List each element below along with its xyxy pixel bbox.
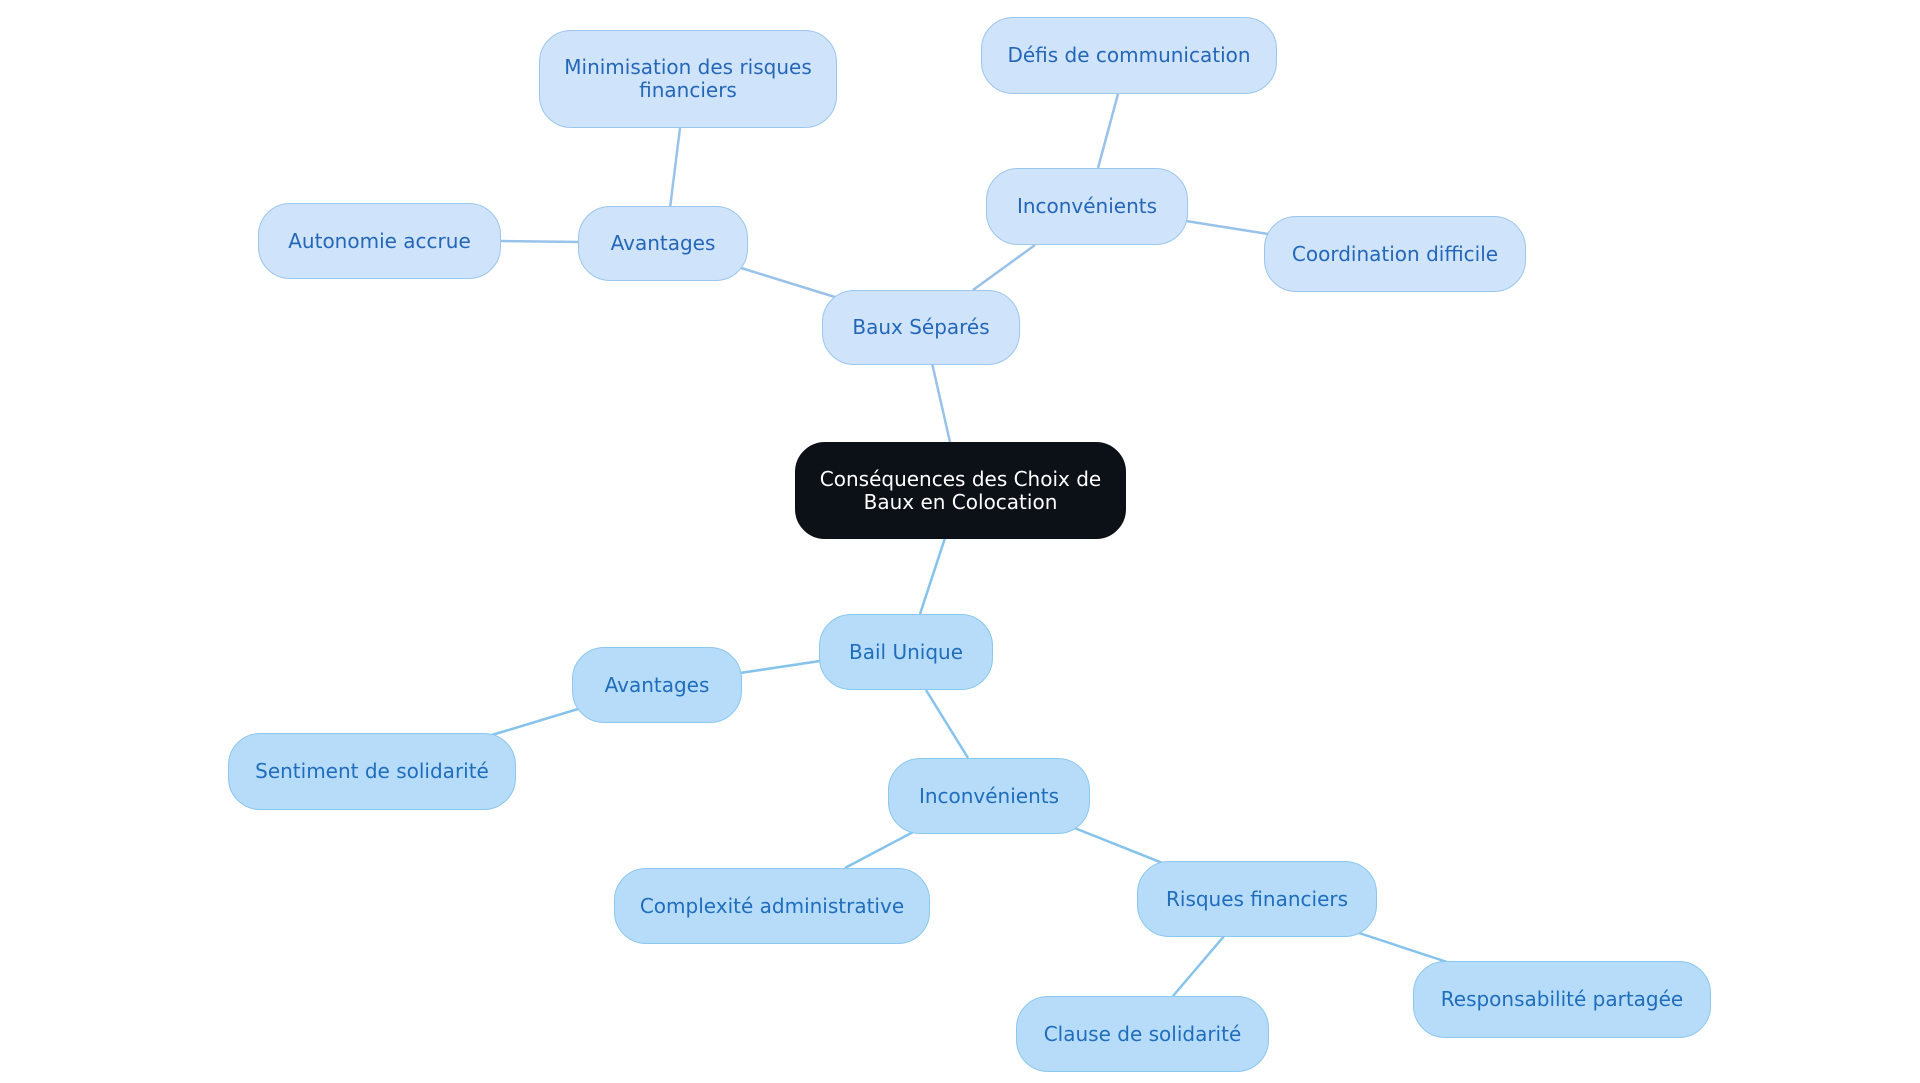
edge-drawbacks-coordination [1185,219,1269,236]
edge-risks-clause [1172,934,1226,997]
edge-single-drawbacks [924,689,970,759]
coordination-label: Coordination difficile [1291,241,1499,266]
edge-single-advantages [739,659,821,675]
financial-risks-node[interactable]: Risques financiers [1137,861,1377,937]
shared-responsibility-label: Responsabilité partagée [1440,987,1684,1011]
root-label: Conséquences des Choix de Baux en Coloca… [819,466,1102,514]
solidarity-feeling-node[interactable]: Sentiment de solidarité [228,733,516,810]
risk-minimization-node[interactable]: Minimisation des risques financiers [539,30,837,128]
single-drawbacks-label: Inconvénients [918,783,1060,808]
separate-drawbacks-label: Inconvénients [1016,194,1158,218]
edge-advantages-solidarity [491,707,579,737]
edge-separate-drawbacks [972,243,1036,292]
separate-leases-node[interactable]: Baux Séparés [822,290,1020,365]
edge-advantages-risk [668,127,682,209]
autonomy-label: Autonomie accrue [288,228,471,253]
financial-risks-label: Risques financiers [1165,886,1349,911]
edge-advantages-autonomy [499,239,581,244]
edge-drawbacks-admin [844,829,916,870]
single-drawbacks-node[interactable]: Inconvénients [888,758,1090,834]
single-lease-label: Bail Unique [849,639,963,664]
communication-node[interactable]: Défis de communication [981,17,1277,94]
shared-responsibility-node[interactable]: Responsabilité partagée [1413,961,1711,1038]
root-node[interactable]: Conséquences des Choix de Baux en Coloca… [795,442,1126,539]
solidarity-feeling-label: Sentiment de solidarité [255,759,489,783]
single-lease-node[interactable]: Bail Unique [819,614,993,690]
admin-complexity-label: Complexité administrative [639,893,905,918]
solidarity-clause-label: Clause de solidarité [1043,1021,1242,1046]
edge-separate-advantages [737,265,839,300]
admin-complexity-node[interactable]: Complexité administrative [614,868,930,944]
separate-advantages-node[interactable]: Avantages [578,206,748,281]
edge-drawbacks-communication [1096,93,1120,169]
separate-leases-label: Baux Séparés [852,315,990,339]
edge-root-single [918,537,947,615]
separate-advantages-label: Avantages [610,231,716,255]
edge-root-separate [930,362,952,443]
separate-drawbacks-node[interactable]: Inconvénients [986,168,1188,245]
edge-drawbacks-risks [1071,825,1166,866]
communication-label: Défis de communication [1007,43,1251,67]
autonomy-node[interactable]: Autonomie accrue [258,203,501,279]
edge-risks-shared [1355,930,1448,964]
single-advantages-label: Avantages [604,672,710,697]
single-advantages-node[interactable]: Avantages [572,647,742,723]
solidarity-clause-node[interactable]: Clause de solidarité [1016,996,1269,1072]
coordination-node[interactable]: Coordination difficile [1264,216,1526,292]
risk-minimization-label: Minimisation des risques financiers [564,55,812,102]
